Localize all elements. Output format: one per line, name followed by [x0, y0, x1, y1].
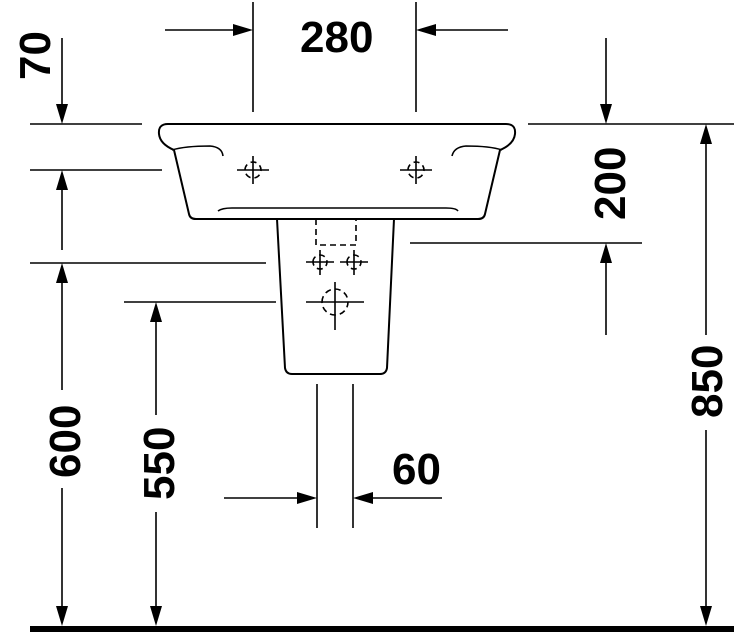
- dim-550: 550: [124, 301, 276, 626]
- dim-70: 70: [11, 31, 162, 250]
- fixing-hole-left: [306, 250, 334, 275]
- tap-hole-left: [237, 156, 269, 184]
- dim-550-label: 550: [135, 427, 184, 500]
- dim-60-label: 60: [392, 445, 441, 494]
- dim-850-label: 850: [683, 345, 732, 418]
- waste-pipe: [316, 384, 354, 528]
- dim-600: 600: [30, 262, 266, 626]
- dim-280: 280: [165, 2, 508, 112]
- floor-line: [30, 626, 734, 632]
- dim-70-label: 70: [11, 31, 60, 80]
- dim-60: 60: [224, 445, 442, 504]
- dim-600-label: 600: [41, 405, 90, 478]
- dim-200: 200: [410, 38, 734, 335]
- dim-280-label: 280: [300, 13, 373, 62]
- washbasin: [157, 123, 517, 220]
- tap-hole-right: [400, 156, 432, 184]
- dim-200-label: 200: [586, 147, 635, 220]
- pedestal: [276, 218, 395, 375]
- dim-850: 850: [683, 124, 732, 626]
- waste-outlet: [306, 282, 364, 330]
- fixing-hole-right: [340, 250, 368, 275]
